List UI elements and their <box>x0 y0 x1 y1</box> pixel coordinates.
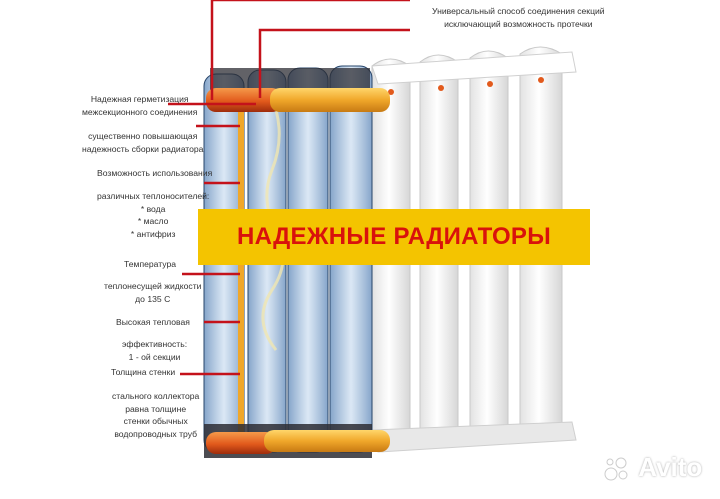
collector-line-2: равна толщине <box>125 403 187 414</box>
callout-top <box>210 0 410 100</box>
steel-collector-vertical <box>238 108 244 444</box>
connection-note-line-2: исключающий возможность протечки <box>444 18 593 29</box>
collector-pipes <box>206 88 390 454</box>
connection-note-line-1: Универсальный способ соединения секций <box>432 6 605 16</box>
white-section-port-3 <box>487 81 493 87</box>
white-section-port-4 <box>538 77 544 83</box>
collector-note: стального коллектора равна толщине стенк… <box>112 390 199 440</box>
temperature-detail-note: теплонесущей жидкости до 135 С <box>104 280 201 305</box>
avito-watermark-text: Avito <box>638 452 703 482</box>
efficiency-line-1: эффективность: <box>122 339 188 349</box>
collector-line-1: стального коллектора <box>112 391 200 401</box>
collector-line-3: стенки обычных <box>123 416 188 426</box>
top-pipe-hot <box>206 88 282 112</box>
heat-carriers-title: различных теплоносителей: <box>97 191 210 201</box>
efficiency-line-2: 1 - ой секции <box>128 351 181 362</box>
top-pipe <box>270 88 390 112</box>
assembly-note-line-2: надежность сборки радиатора <box>82 143 204 154</box>
temperature-detail-line-1: теплонесущей жидкости <box>104 281 202 291</box>
collector-line-4: водопроводных труб <box>114 428 198 439</box>
dark-top-block <box>210 68 370 90</box>
assembly-note: существенно повышающая надежность сборки… <box>82 130 203 155</box>
heat-carrier-water: * вода <box>140 203 166 214</box>
avito-watermark: Avito <box>602 452 702 484</box>
headline-banner: НАДЕЖНЫЕ РАДИАТОРЫ <box>198 209 590 265</box>
heat-carrier-antifreeze: * антифриз <box>130 228 176 239</box>
heat-carriers-note: различных теплоносителей: * вода * масло… <box>97 190 209 240</box>
callout-lines <box>168 0 410 376</box>
heat-output-note: Высокая тепловая <box>116 317 190 327</box>
heat-carrier-oil: * масло <box>137 216 169 226</box>
white-section-top-ridge <box>371 51 577 85</box>
possibility-note: Возможность использования <box>97 168 213 178</box>
efficiency-note: эффективность: 1 - ой секции <box>122 338 187 363</box>
sealing-note: Надежная герметизация межсекционного сое… <box>82 93 197 118</box>
temperature-note: Температура <box>124 259 177 269</box>
assembly-note-line-1: существенно повышающая <box>88 131 198 141</box>
sealing-note-line-1: Надежная герметизация <box>90 94 189 104</box>
bottom-pipe-hot <box>206 432 276 454</box>
wall-thickness-note: Толщина стенки <box>111 367 176 377</box>
callout-seal-joint <box>258 28 410 98</box>
bottom-pipe <box>264 430 390 452</box>
sealing-note-line-2: межсекционного соединения <box>82 106 198 117</box>
temperature-detail-line-2: до 135 С <box>135 293 171 304</box>
avito-logo-icon <box>604 457 628 481</box>
white-section-port-1 <box>388 89 394 95</box>
white-section-port-2 <box>438 85 444 91</box>
connection-note: Универсальный способ соединения секций и… <box>432 5 605 30</box>
